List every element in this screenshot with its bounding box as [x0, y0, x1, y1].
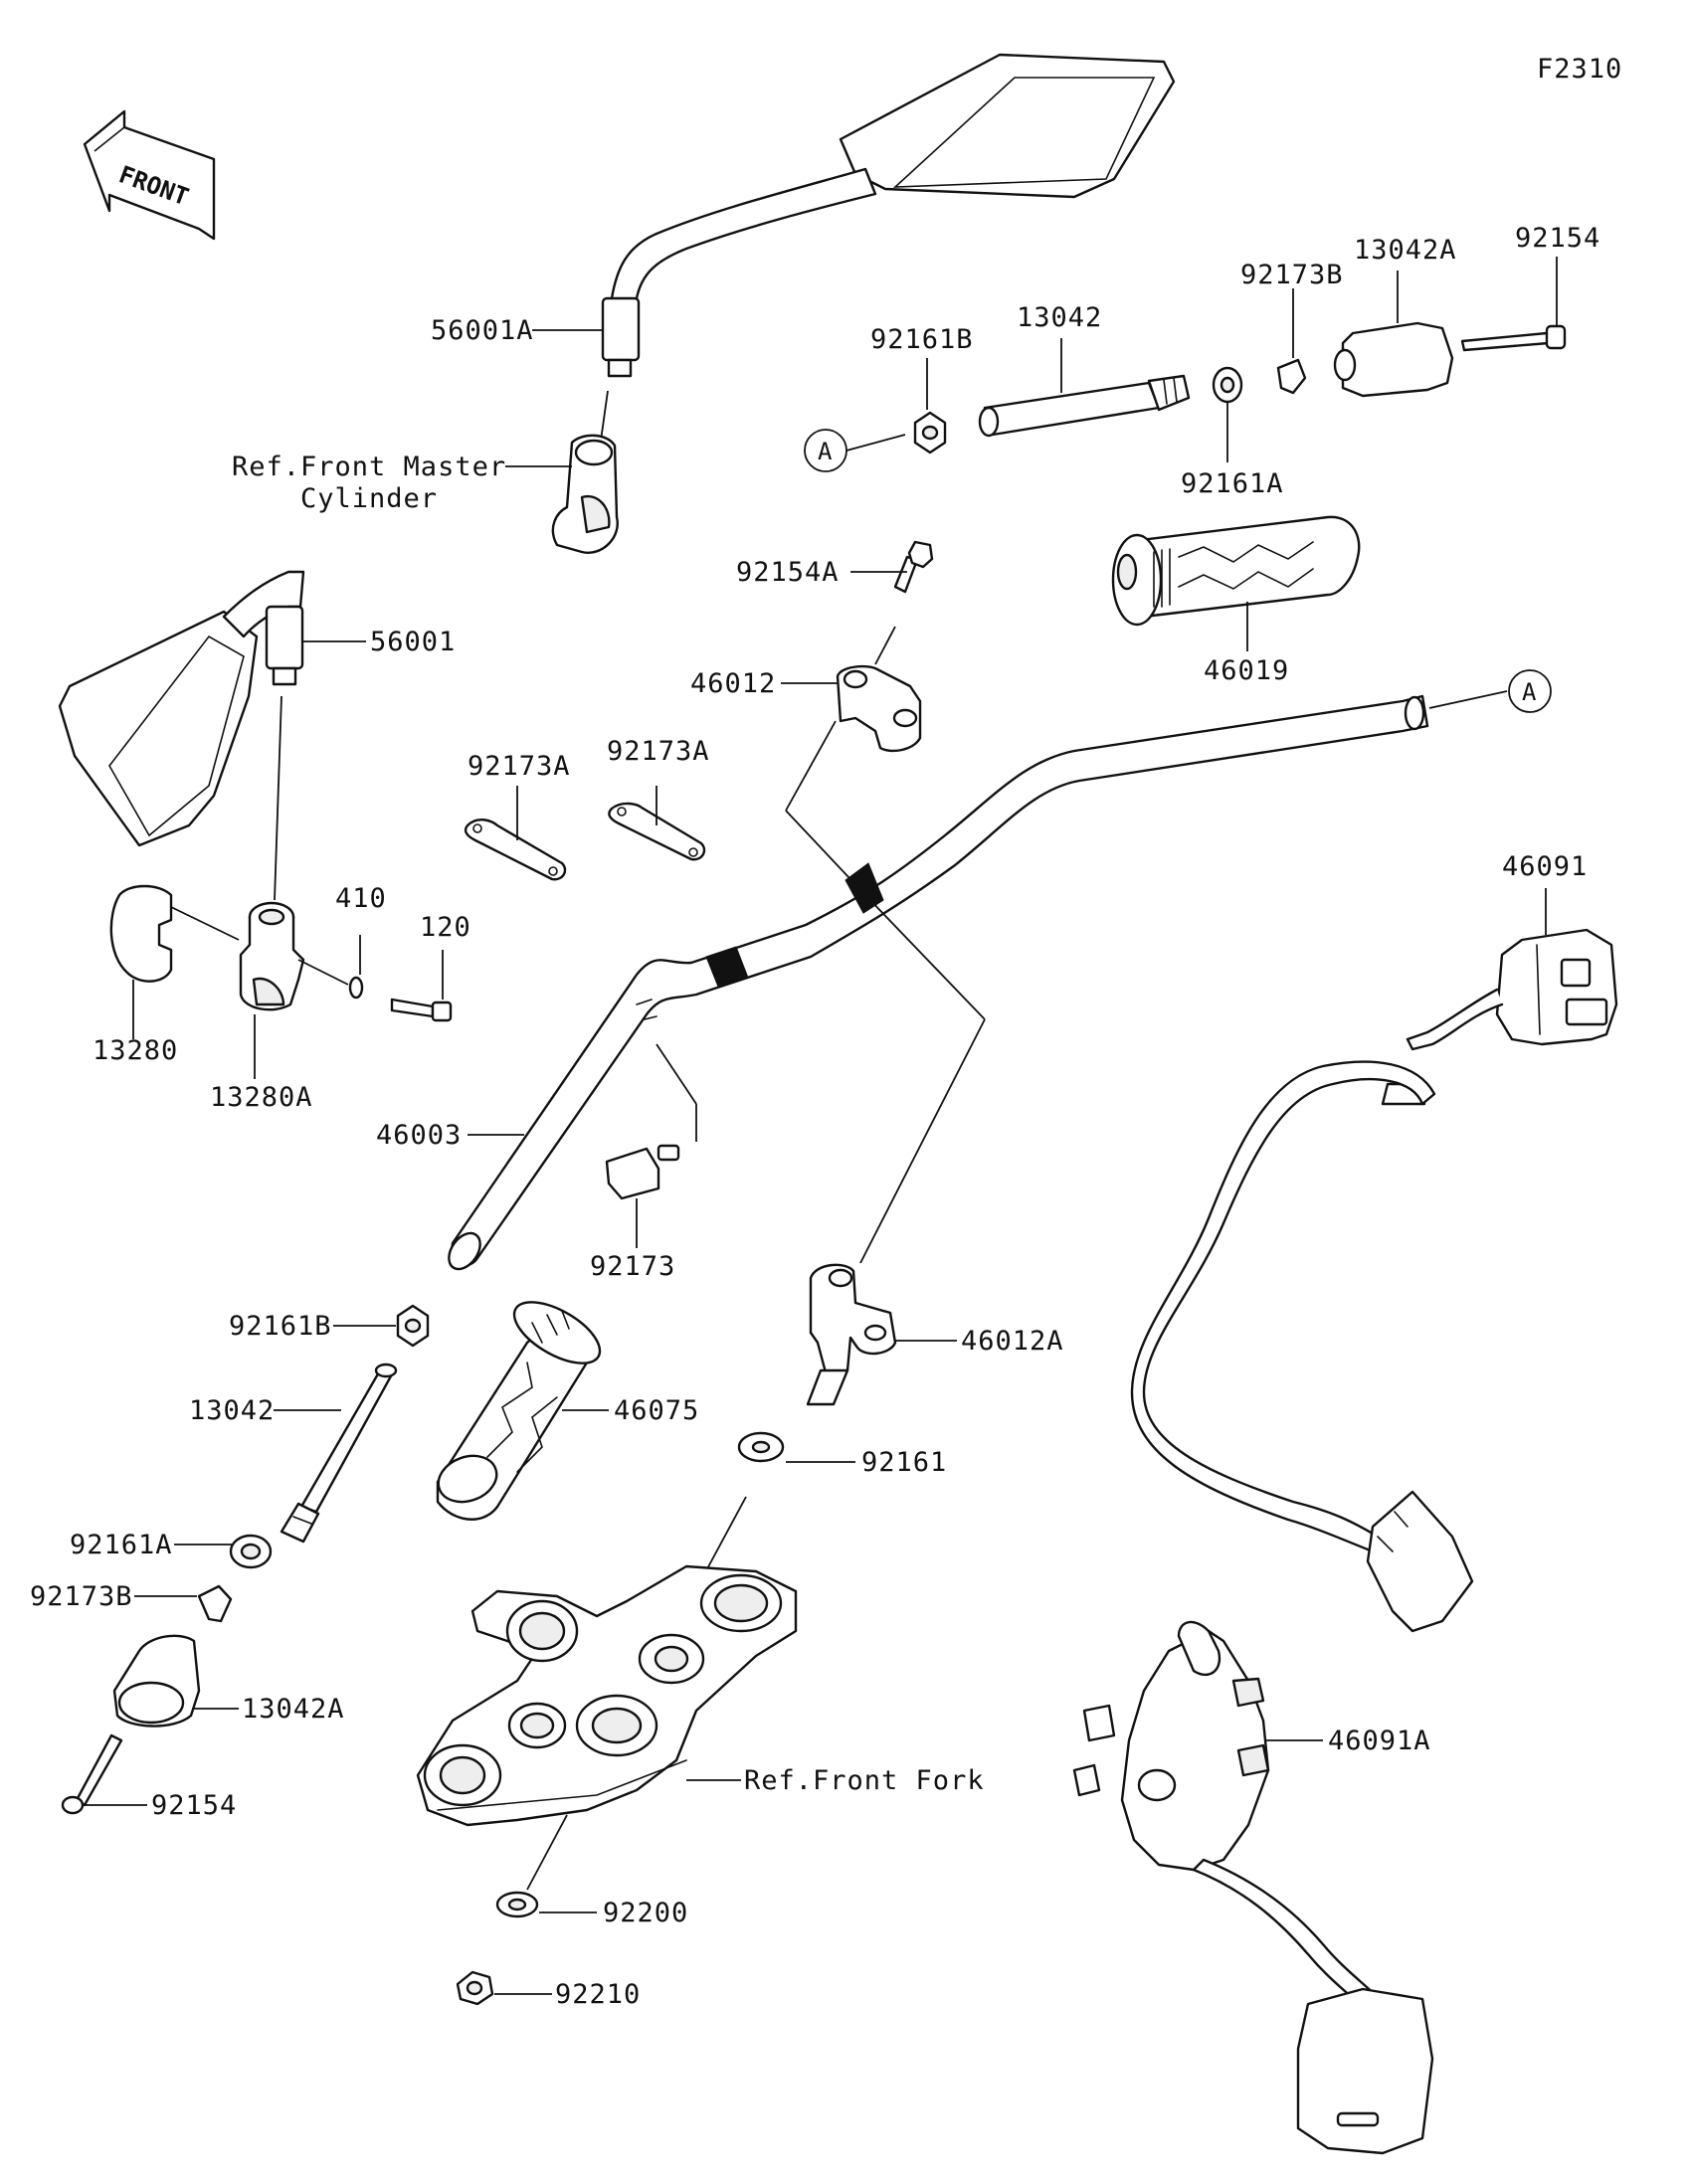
bolt-92154-top — [1460, 324, 1567, 352]
triple-clamp-front-fork — [416, 1564, 798, 1827]
master-cylinder-clamp — [551, 434, 619, 554]
switch-46091 — [1130, 928, 1618, 1633]
label-ref-master-1: Ref.Front Master — [232, 452, 506, 482]
bolt-92154-bottom — [61, 1733, 123, 1815]
strap-92173A-1 — [464, 819, 567, 881]
label-92210: 92210 — [555, 1979, 641, 2010]
label-92200: 92200 — [603, 1898, 688, 1928]
label-92154-top: 92154 — [1515, 223, 1600, 254]
connector-92173 — [605, 1144, 680, 1200]
nut-92161B-bottom — [396, 1304, 430, 1348]
label-46091: 46091 — [1502, 851, 1588, 882]
ref-marker-A-right-label: A — [1522, 678, 1537, 706]
label-56001A: 56001A — [431, 315, 534, 346]
label-46012: 46012 — [690, 668, 776, 699]
label-92173: 92173 — [590, 1251, 675, 1282]
label-410: 410 — [335, 883, 387, 914]
label-92161: 92161 — [861, 1447, 947, 1478]
clamp-46012 — [836, 664, 922, 753]
label-13042-bottom: 13042 — [189, 1395, 275, 1426]
spring-410 — [348, 976, 364, 1000]
strap-92173A-2 — [608, 802, 706, 861]
weight-13042-top — [978, 374, 1191, 438]
label-ref-fork: Ref.Front Fork — [744, 1765, 985, 1796]
grip-46019 — [1111, 515, 1361, 627]
label-92161A-bottom: 92161A — [70, 1530, 173, 1560]
mirror-56001 — [58, 570, 305, 847]
label-56001: 56001 — [370, 627, 456, 657]
label-46019: 46019 — [1204, 655, 1289, 686]
clip-92173B-top — [1276, 358, 1307, 395]
bar-end-13042A-bottom — [112, 1634, 201, 1728]
clamp-13280 — [109, 884, 173, 983]
washer-92161 — [737, 1431, 785, 1463]
washer-92200 — [495, 1891, 539, 1918]
ref-marker-A-right — [1508, 669, 1552, 713]
label-92173B-bottom: 92173B — [30, 1581, 133, 1612]
nut-92161B-top — [913, 411, 947, 455]
ref-marker-A-left-label: A — [818, 438, 833, 465]
weight-13042-bottom — [280, 1363, 398, 1544]
label-120: 120 — [420, 912, 471, 943]
label-92161B-top: 92161B — [870, 324, 974, 355]
label-92173A-2: 92173A — [607, 736, 710, 767]
mirror-56001A — [601, 53, 1176, 378]
label-92173B-top: 92173B — [1240, 260, 1344, 290]
figure-code: F2310 — [1537, 54, 1622, 85]
bolt-92154A — [893, 540, 934, 594]
switch-46091A — [1072, 1620, 1434, 2155]
handlebar-46003 — [448, 694, 1429, 1271]
bar-end-13042A-top — [1333, 321, 1454, 398]
clip-92173B-bottom — [197, 1584, 233, 1623]
label-46003: 46003 — [376, 1120, 462, 1151]
label-92154-bottom: 92154 — [151, 1790, 237, 1821]
label-13042A-top: 13042A — [1354, 235, 1457, 266]
label-13280A: 13280A — [210, 1082, 313, 1113]
label-46075: 46075 — [614, 1395, 699, 1426]
nut-92210 — [456, 1970, 494, 2006]
label-92161B-bottom: 92161B — [229, 1311, 332, 1342]
label-46091A: 46091A — [1328, 1726, 1431, 1756]
label-46012A: 46012A — [961, 1326, 1064, 1357]
grip-46075 — [436, 1301, 602, 1521]
label-13042-top: 13042 — [1017, 302, 1102, 333]
label-ref-master-2: Cylinder — [300, 483, 438, 514]
collar-92161A-bottom — [229, 1534, 273, 1569]
front-arrow-icon: FRONT — [83, 109, 216, 241]
clamp-46012A — [806, 1263, 897, 1406]
label-13280: 13280 — [93, 1035, 178, 1066]
bolt-120 — [390, 998, 453, 1022]
clamp-13280A — [239, 901, 305, 1011]
label-13042A-bottom: 13042A — [242, 1694, 345, 1725]
label-92161A-top: 92161A — [1181, 468, 1284, 499]
collar-92161A-top — [1212, 366, 1243, 404]
label-92173A-1: 92173A — [468, 751, 571, 782]
label-92154A: 92154A — [736, 557, 840, 588]
